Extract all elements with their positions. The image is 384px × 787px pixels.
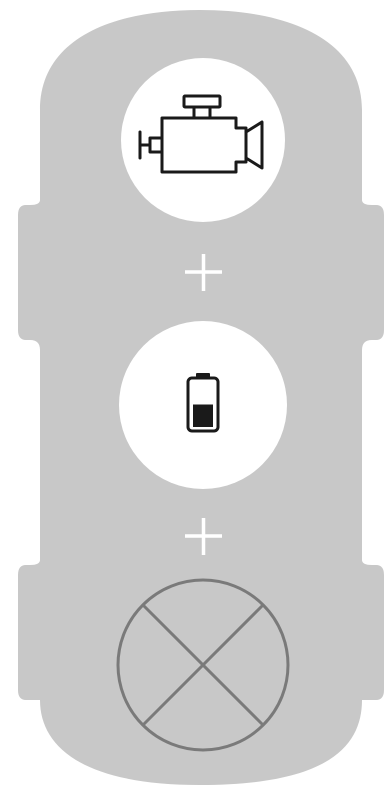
engine-circle <box>121 58 285 222</box>
battery-fill-level <box>193 405 213 428</box>
